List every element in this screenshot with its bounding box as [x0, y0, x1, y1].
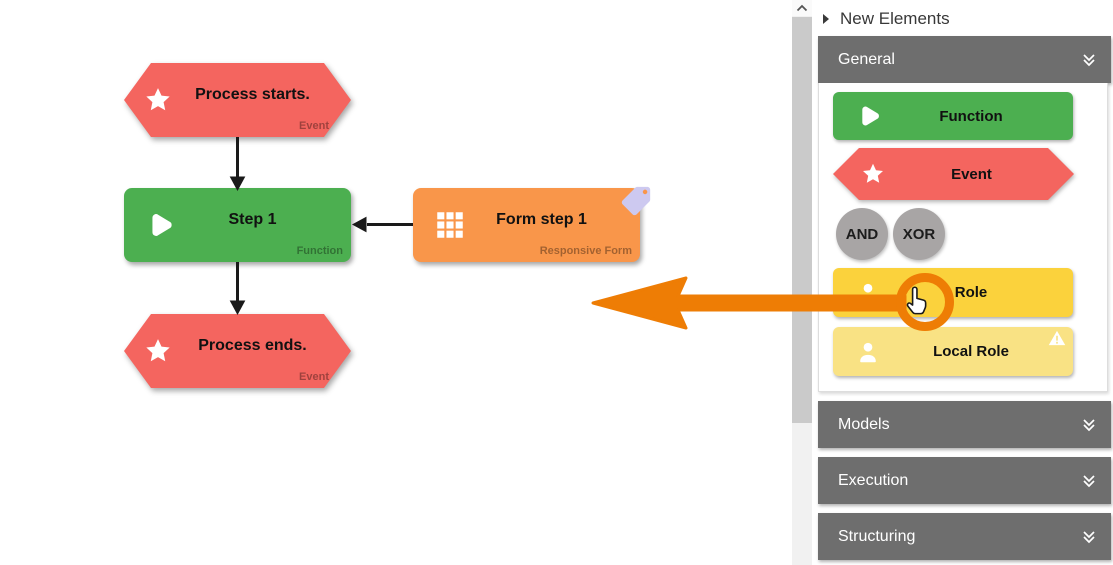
section-header-structuring[interactable]: Structuring	[818, 513, 1111, 560]
palette-item-xor-gateway[interactable]: XOR	[893, 208, 945, 260]
play-icon	[862, 106, 879, 126]
warning-icon	[1048, 330, 1066, 346]
sidebar-title-label: New Elements	[840, 9, 950, 28]
double-chevron-down-icon	[1083, 474, 1095, 487]
star-icon	[144, 337, 172, 365]
palette-item-label: Local Role	[933, 343, 1009, 360]
double-chevron-down-icon	[1083, 530, 1095, 543]
section-header-models[interactable]: Models	[818, 401, 1111, 448]
node-type-label: Responsive Form	[539, 245, 632, 257]
palette-item-label: Role	[954, 284, 988, 301]
node-step-1[interactable]: Step 1 Function	[124, 188, 351, 262]
node-label: Step 1	[228, 211, 277, 228]
flow-arrows	[229, 137, 413, 316]
node-label: Form step 1	[496, 211, 587, 228]
section-header-execution[interactable]: Execution	[818, 457, 1111, 504]
section-label: Execution	[838, 471, 909, 489]
play-icon	[152, 214, 172, 236]
section-header-general[interactable]: General	[818, 36, 1111, 83]
scrollbar-thumb[interactable]	[792, 17, 812, 423]
node-label: Process starts.	[195, 86, 310, 103]
palette-item-label: Event	[951, 165, 992, 183]
palette-item-role[interactable]: Role	[833, 268, 1073, 317]
section-label: General	[838, 50, 895, 68]
tag-icon	[621, 186, 651, 216]
gateway-label: XOR	[902, 225, 936, 243]
person-icon	[860, 342, 876, 362]
palette-item-function[interactable]: Function	[833, 92, 1073, 140]
node-process-starts[interactable]: Process starts. Event	[124, 63, 351, 137]
new-elements-header[interactable]: New Elements	[822, 5, 950, 33]
gateway-label: AND	[845, 225, 879, 243]
section-label: Structuring	[838, 527, 916, 545]
palette-item-and-gateway[interactable]: AND	[836, 208, 888, 260]
double-chevron-down-icon	[1083, 53, 1095, 66]
star-icon	[861, 162, 885, 186]
diagram-canvas[interactable]: Process starts. Event Step 1 Function Fo…	[0, 0, 790, 565]
node-label: Process ends.	[198, 337, 307, 354]
node-type-label: Function	[296, 245, 343, 257]
grid-icon	[437, 212, 463, 238]
node-type-label: Event	[299, 371, 329, 383]
star-icon	[144, 86, 172, 114]
triangle-right-icon	[823, 14, 829, 24]
node-form-step-1[interactable]: Form step 1 Responsive Form	[413, 186, 651, 262]
sidebar-scrollbar[interactable]	[792, 0, 812, 565]
node-type-label: Event	[299, 120, 329, 132]
double-chevron-down-icon	[1083, 418, 1095, 431]
palette-item-label: Function	[939, 107, 1003, 125]
section-label: Models	[838, 415, 890, 433]
scroll-up-button[interactable]	[792, 0, 812, 16]
node-process-ends[interactable]: Process ends. Event	[124, 314, 351, 388]
chevron-up-icon	[796, 4, 808, 12]
palette-item-event[interactable]: Event	[833, 148, 1074, 200]
person-icon	[860, 283, 876, 303]
palette-item-local-role[interactable]: Local Role	[833, 327, 1073, 376]
